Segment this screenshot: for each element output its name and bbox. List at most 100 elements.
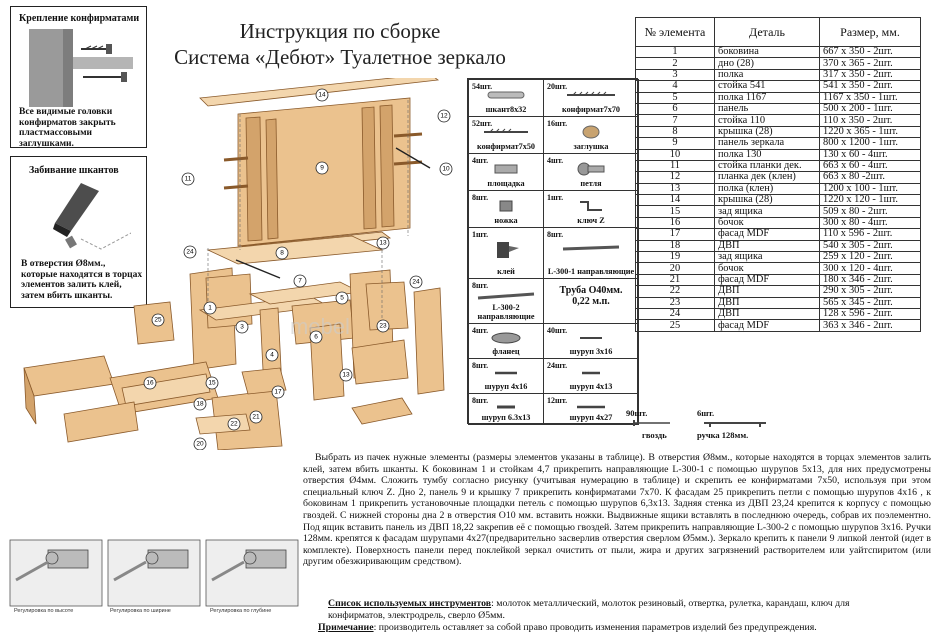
row-size: 128 x 596 - 2шт.: [819, 307, 921, 321]
hardware-rail-1: 8шт. L-300-1 направляющие: [543, 227, 639, 279]
confirmat-note: Крепление конфирматами Все видимые голов…: [10, 6, 147, 149]
row-part: дно (28): [714, 57, 820, 70]
assembly-instructions: Выбрать из пачек нужные элементы (размер…: [303, 452, 931, 568]
row-size: 541 x 350 - 2шт.: [819, 80, 921, 93]
row-number: 11: [635, 159, 715, 173]
row-part: панель зеркала: [714, 137, 820, 150]
row-part: панель: [714, 102, 820, 116]
row-number: 25: [635, 319, 715, 332]
row-part: стойка 110: [714, 114, 820, 127]
row-size: 110 x 350 - 2шт.: [819, 114, 921, 127]
adjust-caption-width: Регулировка по ширине: [110, 608, 171, 614]
remark-text: : производитель оставляет за собой право…: [373, 622, 817, 633]
row-size: 300 x 120 - 4шт.: [819, 262, 921, 275]
hardware-screw-4x16: 8шт. шуруп 4x16: [468, 358, 544, 394]
page-subtitle: Система «Дебют» Туалетное зеркало: [174, 45, 506, 69]
hardware-hinge-plate: 4шт. площадка: [468, 153, 544, 191]
row-size: 317 x 350 - 2шт.: [819, 68, 921, 82]
row-size: 1220 x 120 - 1шт.: [819, 194, 921, 207]
confirmat-note-text: Все видимые головки конфирматов закрыть …: [19, 107, 116, 149]
screw-icon: [484, 128, 528, 134]
dowels-note-heading: Забивание шкантов: [29, 165, 119, 176]
screw-icon: [495, 372, 517, 375]
row-number: 9: [635, 137, 715, 150]
svg-text:13: 13: [342, 372, 350, 379]
row-part: зад ящика: [714, 205, 820, 218]
remark-label: Примечание: [318, 622, 374, 633]
row-number: 21: [635, 273, 715, 287]
svg-text:5: 5: [340, 295, 344, 302]
row-number: 19: [635, 251, 715, 264]
row-part: крышка (28): [714, 194, 820, 207]
screw-icon: [582, 372, 600, 375]
row-size: 509 x 80 - 2шт.: [819, 205, 921, 218]
row-size: 565 x 345 - 2шт.: [819, 296, 921, 310]
leg-icon: [499, 200, 513, 212]
svg-text:16: 16: [146, 380, 154, 387]
part-labels: 14 12 9 11 10 13 8 24 7 5 4 1 3 6 25 23 …: [143, 88, 453, 450]
remark: Примечание: производитель оставляет за с…: [318, 622, 918, 634]
dowels-note-text: В отверстия Ø8мм., которые находятся в т…: [21, 259, 143, 301]
row-number: 8: [635, 125, 715, 139]
hardware-confirmat-70: 20шт. конфирмат7x70: [543, 79, 639, 117]
row-part: стойка 541: [714, 80, 820, 93]
row-number: 17: [635, 228, 715, 241]
svg-text:9: 9: [320, 165, 324, 172]
row-number: 14: [635, 194, 715, 207]
hardware-grid: 54шт. шкант8x32 20шт. конфирмат7x70 52шт…: [467, 78, 639, 425]
tools-list-text: : молоток металлический, молоток резинов…: [328, 598, 850, 621]
svg-text:20: 20: [196, 441, 204, 448]
row-part: ДВП: [714, 239, 820, 253]
adjust-caption-depth: Регулировка по глубине: [210, 608, 272, 614]
row-part: полка 130: [714, 148, 820, 161]
row-size: 667 x 350 - 2шт.: [819, 45, 921, 59]
row-size: 290 x 305 - 2шт.: [819, 285, 921, 298]
hinge-plate-icon: [494, 164, 518, 174]
hardware-z-key: 1шт. ключ Z: [543, 190, 639, 228]
z-key-icon: [580, 201, 602, 212]
row-part: полка: [714, 68, 820, 82]
screw-icon: [497, 405, 515, 409]
col-size: Размер, мм.: [819, 17, 921, 47]
row-size: 1220 x 365 - 1шт.: [819, 125, 921, 139]
row-part: зад ящика: [714, 251, 820, 264]
rail-icon: [477, 292, 535, 300]
row-number: 15: [635, 205, 715, 218]
svg-text:8: 8: [280, 250, 284, 257]
svg-text:14: 14: [318, 92, 326, 99]
svg-text:6: 6: [314, 334, 318, 341]
hardware-confirmat-50: 52шт. конфирмат7x50: [468, 116, 544, 154]
handle-icon: [704, 422, 766, 427]
hinge-icon: [577, 162, 605, 176]
row-number: 13: [635, 182, 715, 196]
row-part: ДВП: [714, 285, 820, 298]
nail-icon: [633, 420, 670, 426]
row-part: полка (клен): [714, 182, 820, 196]
row-number: 2: [635, 57, 715, 70]
row-size: 500 x 200 - 1шт.: [819, 102, 921, 116]
table-header: № элемента Деталь Размер, мм.: [635, 17, 921, 47]
row-size: 800 x 1200 - 1шт.: [819, 137, 921, 150]
dowel-icon: [487, 91, 525, 99]
row-number: 5: [635, 91, 715, 104]
row-size: 130 x 60 - 4шт.: [819, 148, 921, 161]
row-part: бочок: [714, 216, 820, 230]
svg-text:17: 17: [274, 389, 282, 396]
hardware-glue: 1шт. клей: [468, 227, 544, 279]
row-number: 3: [635, 68, 715, 82]
hardware-leg: 8шт. ножка: [468, 190, 544, 228]
adjust-caption-height: Регулировка по высоте: [14, 608, 74, 614]
svg-text:4: 4: [270, 352, 274, 359]
hardware-rail-2: 8шт. L-300-2 направляющие: [468, 278, 544, 324]
tools-list: Список используемых инструментов: молото…: [328, 598, 888, 621]
row-number: 7: [635, 114, 715, 127]
